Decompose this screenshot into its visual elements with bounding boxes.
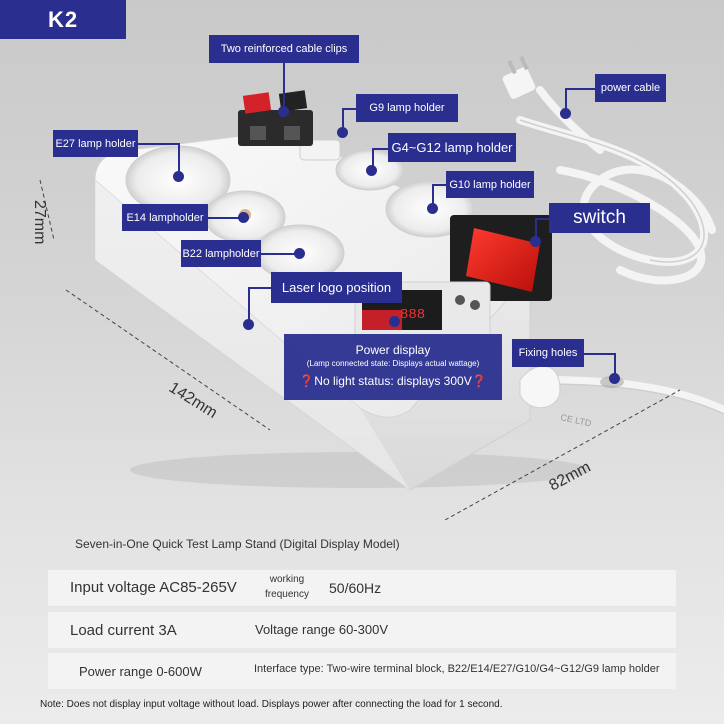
voltage-range: Voltage range 60-300V [255, 622, 388, 637]
length-dim-line [65, 289, 271, 431]
cable-clips-dot [278, 106, 289, 117]
power-cable-dot [560, 108, 571, 119]
e27-dot [173, 171, 184, 182]
label-laser-logo: Laser logo position [271, 272, 402, 303]
no-light-status: ❓No light status: displays 300V❓ [299, 374, 487, 388]
label-e14: E14 lampholder [122, 204, 208, 231]
label-switch: switch [549, 203, 650, 233]
fixing-holes-dot [609, 373, 620, 384]
label-fixing-holes: Fixing holes [512, 339, 584, 367]
svg-text:888: 888 [400, 307, 425, 323]
digital-display: 888 [354, 281, 491, 341]
power-display-box: Power display (Lamp connected state: Dis… [284, 334, 502, 400]
spec-row-1: Input voltage AC85-265V working frequenc… [48, 570, 676, 606]
footnote: Note: Does not display input voltage wit… [40, 699, 503, 710]
height-dim-line [39, 179, 55, 241]
working-frequency-label: working frequency [265, 574, 309, 600]
label-g4-g12: G4~G12 lamp holder [388, 133, 516, 162]
label-b22: B22 lampholder [181, 240, 261, 267]
power-display-note: (Lamp connected state: Displays actual w… [306, 359, 480, 368]
power-range: Power range 0-600W [79, 664, 202, 679]
load-current: Load current 3A [70, 622, 177, 639]
g10-dot [427, 203, 438, 214]
label-power-cable: power cable [595, 74, 666, 102]
width-dim-line [444, 389, 681, 520]
cable-marking: CE LTD [560, 412, 593, 428]
working-frequency-value: 50/60Hz [329, 580, 382, 596]
laser-logo-dot [243, 319, 254, 330]
label-g9: G9 lamp holder [356, 94, 458, 122]
power-display-title: Power display [355, 343, 431, 357]
interface-type: Interface type: Two-wire terminal block,… [254, 663, 660, 675]
spec-row-2: Load current 3A Voltage range 60-300V [48, 612, 676, 648]
label-e27: E27 lamp holder [53, 130, 138, 157]
switch-dot [530, 236, 541, 247]
terminal-block [238, 90, 313, 146]
model-badge: K2 [0, 0, 126, 39]
e14-dot [238, 212, 249, 223]
g9-dot [337, 127, 348, 138]
spec-row-3: Power range 0-600W Interface type: Two-w… [48, 653, 676, 689]
label-cable-clips: Two reinforced cable clips [209, 35, 359, 63]
g4-g12-dot [366, 165, 377, 176]
label-g10: G10 lamp holder [446, 171, 534, 198]
b22-dot [294, 248, 305, 259]
rocker-switch [450, 215, 552, 301]
product-title: Seven-in-One Quick Test Lamp Stand (Digi… [75, 537, 400, 551]
input-voltage: Input voltage AC85-265V [70, 579, 237, 596]
power-display-dot [389, 316, 400, 327]
dimension-height: 27mm [31, 200, 48, 245]
plug [501, 55, 537, 100]
